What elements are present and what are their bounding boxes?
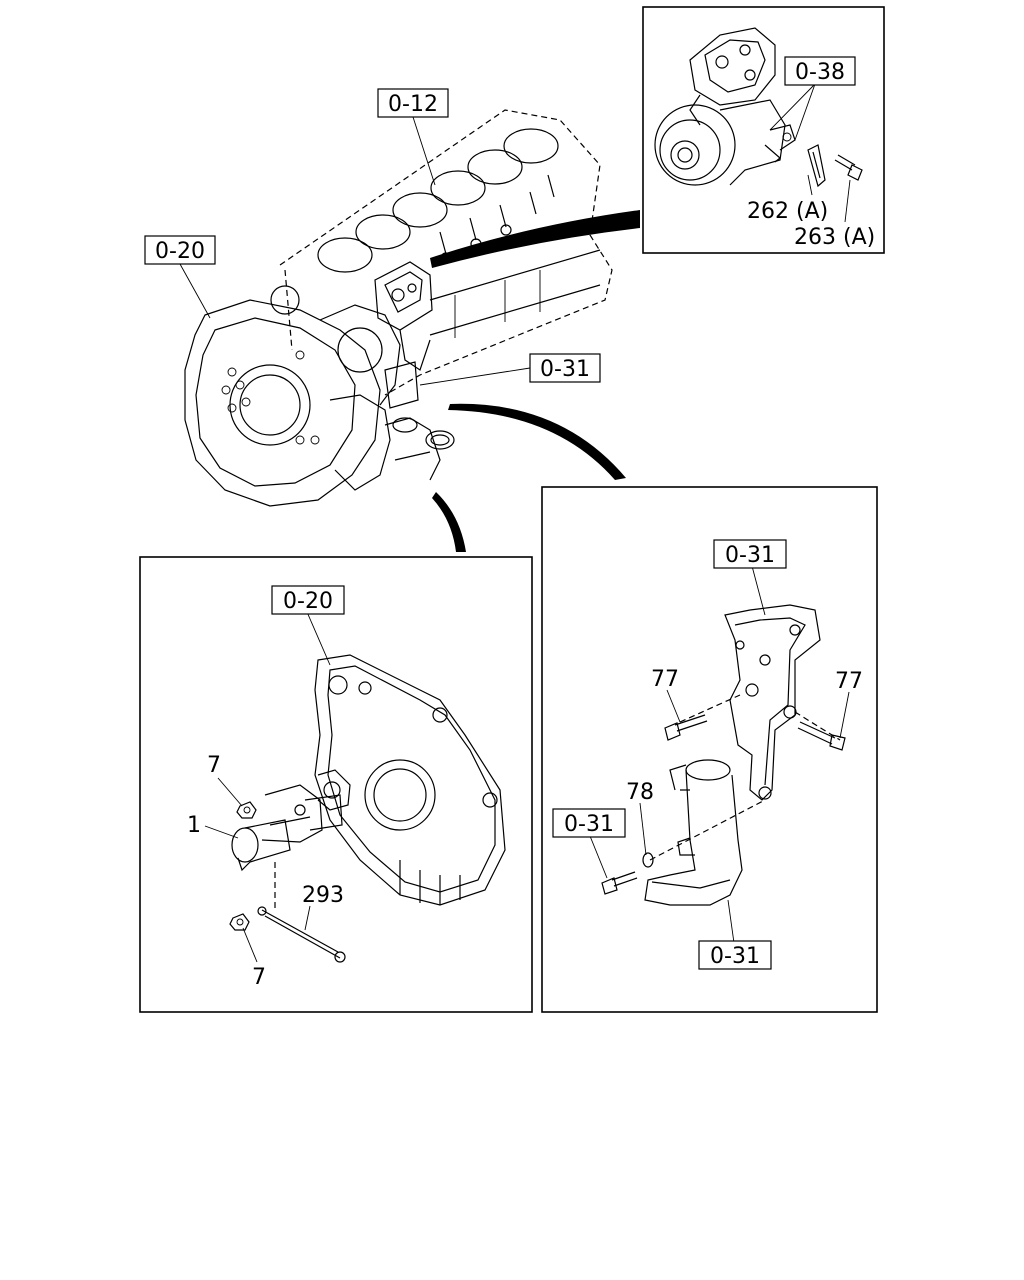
callout-text: 0-31: [710, 944, 760, 969]
part-number-7-lower: 7: [252, 965, 266, 990]
compressor: [654, 27, 796, 186]
callout-0-31-pipe: 0-31: [698, 940, 772, 970]
callout-text: 0-31: [540, 357, 590, 382]
nut-7-lower: [229, 913, 250, 931]
nut-7-upper: [236, 801, 257, 819]
washer-78: [642, 852, 654, 868]
callout-0-31-bolt: 0-31: [552, 808, 626, 838]
housing-cover: [314, 654, 506, 906]
part-number-262: 262 (A): [747, 199, 828, 224]
part-number-1: 1: [187, 813, 201, 838]
callout-0-20-inset: 0-20: [271, 585, 345, 615]
pipe: [644, 759, 743, 906]
actuator-1: [231, 784, 343, 872]
callout-0-31-bracket: 0-31: [713, 539, 787, 569]
callout-text: 0-31: [564, 812, 614, 837]
callout-text: 0-38: [795, 60, 845, 85]
callout-text: 0-31: [725, 543, 775, 568]
callout-0-31: 0-31: [529, 353, 601, 383]
compressor-inset: 0-38 262 (A) 263 (A): [642, 6, 885, 254]
engine-assembly: [184, 109, 613, 507]
callout-0-12: 0-12: [377, 88, 449, 118]
engine-water-outlet: [329, 394, 455, 491]
bolt-77-right: [797, 721, 846, 751]
actuator-inset: 0-20 7 1 293 7: [139, 556, 533, 1013]
bracket-inset: 0-31 0-31 0-31 77 77 78: [541, 486, 878, 1013]
clip-262: [807, 144, 826, 188]
part-number-293: 293: [302, 883, 344, 908]
bolt-77-left: [664, 714, 708, 741]
callout-0-38: 0-38: [784, 56, 856, 86]
bracket: [724, 604, 821, 801]
engine-compressor: [374, 261, 433, 371]
part-number-77-right: 77: [835, 669, 863, 694]
cylinder-bores: [317, 128, 559, 273]
part-number-7-upper: 7: [207, 753, 221, 778]
part-number-78: 78: [626, 780, 654, 805]
part-number-263: 263 (A): [794, 225, 875, 250]
callout-text: 0-20: [283, 589, 333, 614]
rod-293: [257, 906, 346, 963]
callout-text: 0-20: [155, 239, 205, 264]
flywheel-housing: [184, 285, 401, 507]
callout-text: 0-12: [388, 92, 438, 117]
callout-0-20: 0-20: [144, 235, 216, 265]
bolt-263: [834, 154, 863, 181]
part-number-77-left: 77: [651, 667, 679, 692]
bolt-0-31: [601, 871, 638, 895]
